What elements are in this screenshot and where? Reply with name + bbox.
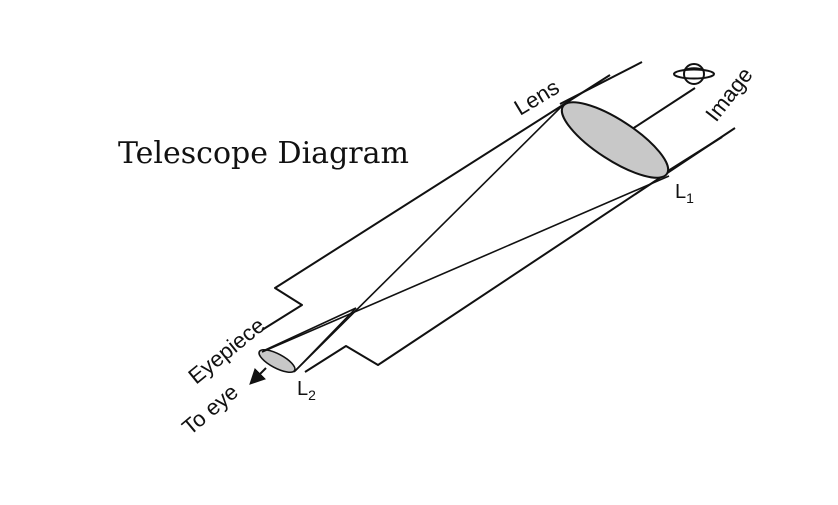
tube-extension-line [659, 136, 723, 177]
to-eye-arrow [249, 367, 267, 385]
light-ray [294, 104, 564, 372]
light-ray [261, 175, 670, 353]
l2-label-sub: 2 [308, 387, 316, 403]
l2-label-main: L [297, 378, 308, 400]
l1-label: L1 [675, 181, 694, 206]
diagram-title: Telescope Diagram [118, 136, 409, 171]
l2-label: L2 [297, 378, 316, 403]
image-label: Image [700, 62, 757, 126]
objective-lens-l1 [560, 101, 670, 179]
light-ray [262, 307, 357, 352]
telescope-tube-outline [261, 74, 611, 331]
l1-label-sub: 1 [686, 190, 694, 206]
tube-extension-line [559, 61, 643, 105]
light-ray [293, 307, 357, 373]
to-eye-label: To eye [177, 379, 243, 440]
planet-icon [673, 63, 715, 85]
l1-label-main: L [675, 181, 686, 203]
telescope-tube-outline-lower [304, 127, 736, 373]
